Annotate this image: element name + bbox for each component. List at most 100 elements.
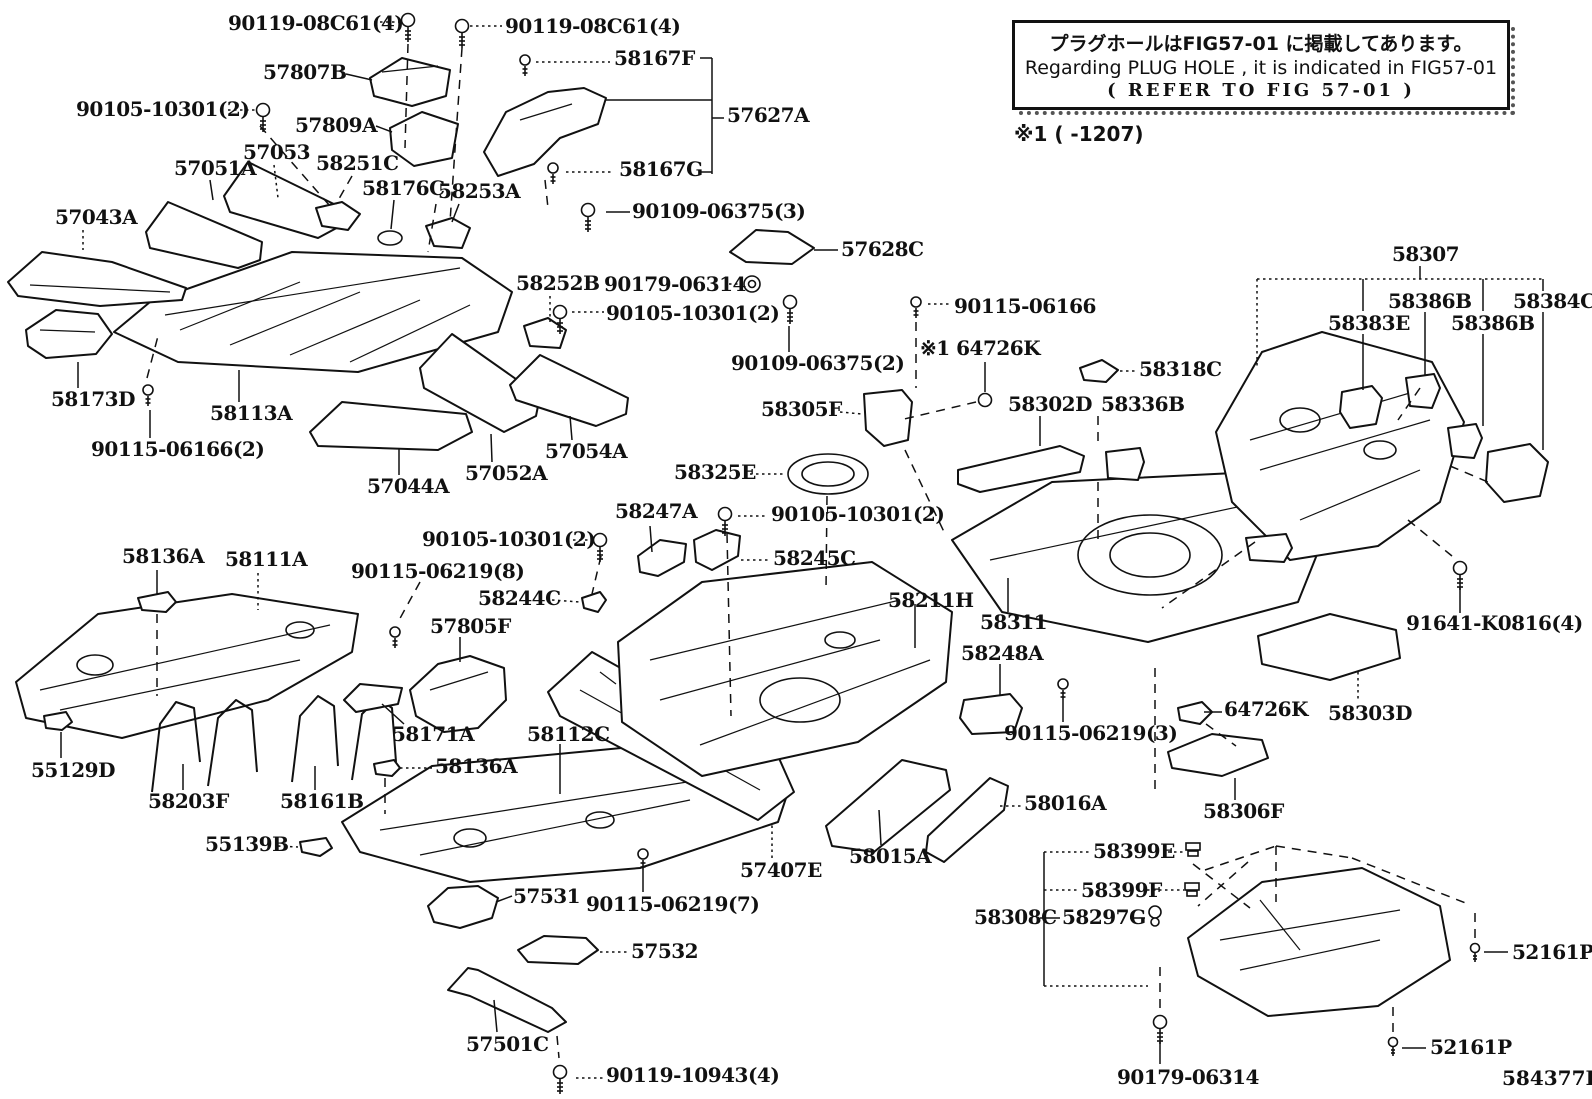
leader-line-sol — [345, 73, 373, 81]
part-label-90105-10301-2--24[interactable]: 90105-10301(2) — [606, 301, 780, 325]
part-label-58136A-44[interactable]: 58136A — [122, 544, 205, 568]
hole-ellipse — [787, 453, 869, 495]
part-label-57501C-65[interactable]: 57501C — [466, 1032, 549, 1056]
part-label-90119-10943-4--66[interactable]: 90119-10943(4) — [606, 1063, 780, 1087]
part-label-90115-06166-26[interactable]: 90115-06166 — [954, 294, 1096, 318]
part-label-58384C-35[interactable]: 58384C — [1513, 289, 1592, 313]
part-label-58383E-36[interactable]: 58383E — [1328, 311, 1410, 335]
part-label-58113A-17[interactable]: 58113A — [210, 401, 293, 425]
part-label-58167F-5[interactable]: 58167F — [614, 46, 695, 70]
center-floor-pan-58113A-detail — [349, 304, 471, 363]
part-label-57044A-19[interactable]: 57044A — [367, 474, 450, 498]
part-label-58308C-72[interactable]: 58308C — [974, 905, 1057, 929]
bracket-58016A — [925, 777, 1009, 863]
fastener-boltS-icon — [519, 54, 531, 66]
fastener-bolt-icon — [255, 102, 271, 118]
part-label-58161B-60[interactable]: 58161B — [280, 789, 364, 813]
part-label-90109-06375-3--8[interactable]: 90109-06375(3) — [632, 199, 806, 223]
part-label-58399E-70[interactable]: 58399E — [1093, 839, 1175, 863]
fastener-nut-icon — [1185, 842, 1201, 851]
part-label-58307-33[interactable]: 58307 — [1392, 242, 1460, 266]
part-label-57807B-2[interactable]: 57807B — [263, 60, 347, 84]
part-label-58303D-52[interactable]: 58303D — [1328, 701, 1412, 725]
bracket-57628C — [729, 229, 815, 265]
part-label-58311-48[interactable]: 58311 — [980, 610, 1048, 634]
part-label-57628C-9[interactable]: 57628C — [841, 237, 924, 261]
part-label-90179-06314-76[interactable]: 90179-06314 — [1117, 1065, 1259, 1089]
part-label-57053-11[interactable]: 57053 — [243, 140, 311, 164]
part-label-90119-08C61-4--1[interactable]: 90119-08C61(4) — [505, 14, 681, 38]
part-label-91641-K0816-4--50[interactable]: 91641-K0816(4) — [1406, 611, 1583, 635]
part-label-90105-10301-2--39[interactable]: 90105-10301(2) — [771, 502, 945, 526]
part-label-58173D-16[interactable]: 58173D — [51, 387, 135, 411]
part-label-58171A-55[interactable]: 58171A — [392, 722, 475, 746]
part-label-58306F-54[interactable]: 58306F — [1203, 799, 1284, 823]
part-label--1-64726K-27[interactable]: ※1 64726K — [920, 336, 1041, 360]
rear-floor-pan-58211H — [617, 561, 953, 777]
part-label-57532-64[interactable]: 57532 — [631, 939, 699, 963]
part-label-55129D-58[interactable]: 55129D — [31, 758, 115, 782]
part-label-58386B-37[interactable]: 58386B — [1451, 311, 1535, 335]
part-label-52161P-75[interactable]: 52161P — [1430, 1035, 1512, 1059]
part-label-57051A-10[interactable]: 57051A — [174, 156, 257, 180]
part-label-90109-06375-2--25[interactable]: 90109-06375(2) — [731, 351, 905, 375]
part-label-90115-06219-7--63[interactable]: 90115-06219(7) — [586, 892, 760, 916]
part-label-58244C-43[interactable]: 58244C — [478, 586, 561, 610]
part-label-57627A-6[interactable]: 57627A — [727, 103, 810, 127]
support-57627A-detail — [519, 103, 573, 121]
part-label-58248A-49[interactable]: 58248A — [961, 641, 1044, 665]
part-label-58111A-45[interactable]: 58111A — [225, 547, 308, 571]
part-label-58015A-68[interactable]: 58015A — [849, 844, 932, 868]
rail-57051A — [145, 201, 263, 269]
part-label-57054A-21[interactable]: 57054A — [545, 439, 628, 463]
fastener-nut-icon — [1186, 890, 1198, 897]
part-label-58176C-13[interactable]: 58176C — [362, 176, 445, 200]
rail-57044A — [309, 401, 473, 451]
part-label-90115-06166-2--18[interactable]: 90115-06166(2) — [91, 437, 265, 461]
part-label-90115-06219-3--53[interactable]: 90115-06219(3) — [1004, 721, 1178, 745]
part-label-58016A-69[interactable]: 58016A — [1024, 791, 1107, 815]
bracket-57531 — [427, 885, 499, 929]
hole-ellipse — [801, 461, 855, 487]
part-label-58211H-47[interactable]: 58211H — [888, 588, 974, 612]
part-label-58252B-22[interactable]: 58252B — [516, 271, 600, 295]
part-label-52161P-74[interactable]: 52161P — [1512, 940, 1592, 964]
part-label-90105-10301-2--41[interactable]: 90105-10301(2) — [422, 527, 596, 551]
part-label-90115-06219-8--42[interactable]: 90115-06219(8) — [351, 559, 525, 583]
part-label-57805F-46[interactable]: 57805F — [430, 614, 511, 638]
part-label-57531-62[interactable]: 57531 — [513, 884, 581, 908]
leader-line-dot — [551, 599, 581, 603]
leader-line-dash — [1205, 723, 1237, 747]
part-label-57407E-67[interactable]: 57407E — [740, 858, 822, 882]
rear-floor-pan-58211H-detail — [649, 599, 901, 661]
part-label-55139B-61[interactable]: 55139B — [205, 832, 289, 856]
part-label-90105-10301-2--3[interactable]: 90105-10301(2) — [76, 97, 250, 121]
part-label-58336B-31[interactable]: 58336B — [1101, 392, 1185, 416]
fastener-screwS-icon — [1387, 1036, 1399, 1048]
leader-line-dash — [1449, 465, 1489, 483]
part-label-58305F-29[interactable]: 58305F — [761, 397, 842, 421]
part-label-58203F-59[interactable]: 58203F — [148, 789, 229, 813]
part-label-58136A-57[interactable]: 58136A — [435, 754, 518, 778]
part-label-58253A-14[interactable]: 58253A — [438, 179, 521, 203]
part-label-90179-06314-23[interactable]: 90179-06314 — [604, 272, 746, 296]
part-label-58297G-73[interactable]: 58297G — [1062, 905, 1146, 929]
part-label-58167G-7[interactable]: 58167G — [619, 157, 703, 181]
part-label-58318C-28[interactable]: 58318C — [1139, 357, 1222, 381]
leader-line-sol — [495, 895, 513, 903]
part-label-58325E-32[interactable]: 58325E — [674, 460, 756, 484]
part-label-58399F-71[interactable]: 58399F — [1081, 878, 1162, 902]
support-legs-58161B-a — [291, 695, 339, 783]
part-label-58251C-12[interactable]: 58251C — [316, 151, 399, 175]
part-label-58247A-38[interactable]: 58247A — [615, 499, 698, 523]
part-label-58302D-30[interactable]: 58302D — [1008, 392, 1092, 416]
leader-line-dash — [1204, 845, 1277, 871]
part-label-90119-08C61-4--0[interactable]: 90119-08C61(4) — [228, 11, 404, 35]
part-label-58112C-56[interactable]: 58112C — [527, 722, 610, 746]
part-label-58386B-34[interactable]: 58386B — [1388, 289, 1472, 313]
part-label-57043A-15[interactable]: 57043A — [55, 205, 138, 229]
part-label-64726K-51[interactable]: 64726K — [1224, 697, 1308, 721]
part-label-57052A-20[interactable]: 57052A — [465, 461, 548, 485]
part-label-58245C-40[interactable]: 58245C — [773, 546, 856, 570]
part-label-57809A-4[interactable]: 57809A — [295, 113, 378, 137]
